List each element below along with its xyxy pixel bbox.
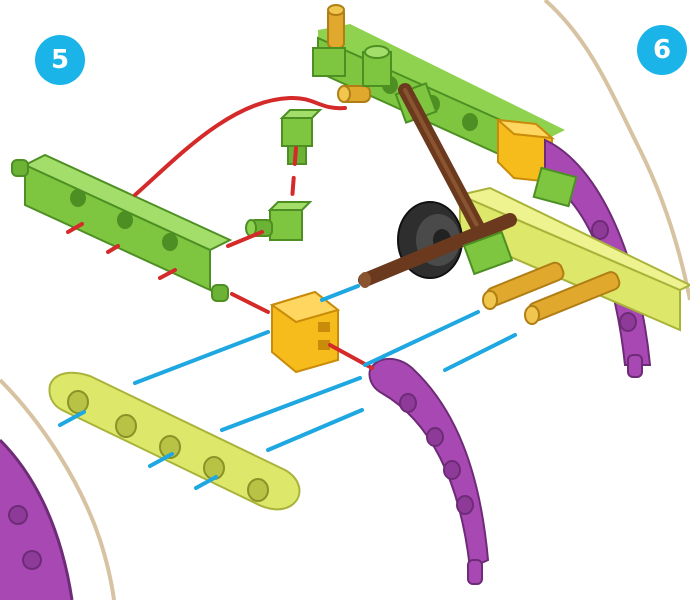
orange-block-top bbox=[494, 118, 556, 184]
orange-block-middle bbox=[269, 290, 341, 374]
red-guide-lines bbox=[66, 95, 374, 370]
green-connector-axle bbox=[462, 230, 514, 276]
green-connector-middle-upper bbox=[279, 109, 323, 165]
step-number: 5 bbox=[50, 45, 70, 75]
purple-arc-lower bbox=[368, 357, 490, 585]
step-number: 6 bbox=[652, 35, 672, 65]
yellow-beam-right bbox=[456, 186, 690, 332]
panel-border-step6 bbox=[543, 0, 690, 301]
brown-rod-diagonal bbox=[398, 83, 497, 257]
purple-arc-previous-step bbox=[0, 438, 74, 600]
green-connector-middle-lower bbox=[245, 201, 313, 241]
brown-axle bbox=[358, 213, 517, 288]
tan-pegs-lower-right bbox=[482, 261, 621, 325]
green-beam-left bbox=[11, 153, 233, 302]
yellow-beam-lower bbox=[48, 371, 301, 511]
red-guide-wire bbox=[133, 95, 347, 197]
step-number-badge: 5 bbox=[35, 35, 85, 85]
panel-border-step5 bbox=[0, 378, 116, 600]
green-connector-right bbox=[532, 166, 578, 208]
step-number-badge: 6 bbox=[637, 25, 687, 75]
blue-guide-lines bbox=[58, 284, 517, 490]
